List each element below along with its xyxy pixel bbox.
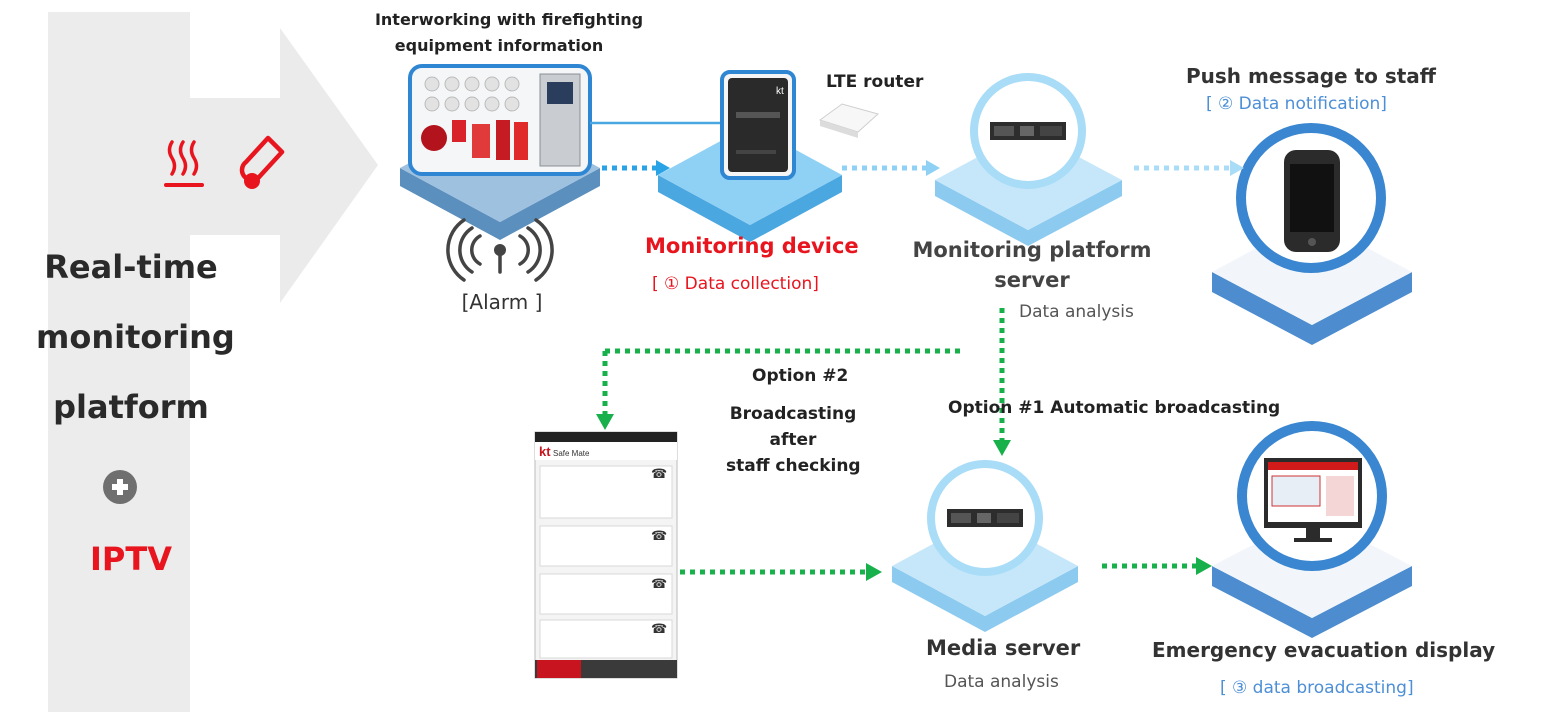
svg-text:☎: ☎	[651, 467, 667, 482]
heat-icon	[164, 140, 204, 187]
svg-text:☎: ☎	[651, 577, 667, 592]
big-arrow	[190, 28, 378, 303]
equipment-label-line1: Interworking with firefighting	[374, 10, 644, 29]
equipment-photo	[408, 64, 592, 176]
app-name: Safe Mate	[553, 449, 590, 458]
app-brand-logo: kt	[539, 444, 551, 459]
left-title-line3: platform	[53, 388, 209, 426]
media-server-label: Media server	[926, 636, 1081, 660]
iptv-label: IPTV	[90, 540, 172, 578]
option2-desc-line2: after	[769, 430, 817, 450]
left-title-line1: Real-time	[44, 248, 218, 286]
monitoring-device-label: Monitoring device	[645, 234, 859, 258]
arrow-server-to-phone	[1134, 160, 1244, 176]
alarm-label: [Alarm ]	[461, 290, 543, 314]
evacuation-display-icon	[1237, 421, 1387, 571]
media-server-icon	[927, 460, 1043, 576]
data-broadcasting-step: [ ③ data broadcasting]	[1220, 678, 1414, 698]
plus-icon	[103, 470, 137, 504]
option2-desc-line3: staff checking	[726, 456, 861, 476]
wireless-alarm-icon	[446, 218, 554, 282]
svg-text:☎: ☎	[651, 529, 667, 544]
option2-desc-line1: Broadcasting	[729, 404, 857, 424]
arrow-option1-path	[993, 308, 1011, 456]
arrow-app-to-media	[680, 563, 882, 581]
equipment-label-line2: equipment information	[394, 36, 604, 55]
left-panel	[48, 12, 190, 712]
option1-label: Option #1 Automatic broadcasting	[948, 398, 1281, 418]
media-server-note: Data analysis	[944, 672, 1059, 692]
platform-server-label-line1: Monitoring platform	[912, 238, 1152, 262]
safe-mate-app-screenshot: ☎ ☎ ☎ ☎	[534, 431, 678, 679]
lte-router-image	[818, 103, 880, 138]
svg-text:☎: ☎	[651, 622, 667, 637]
smartphone-icon	[1236, 123, 1386, 273]
platform-server-note: Data analysis	[1019, 302, 1134, 322]
monitoring-device-image	[720, 70, 796, 180]
thermometer-icon	[239, 135, 285, 189]
device-kt-logo: kt	[776, 86, 784, 97]
arrow-media-to-display	[1102, 557, 1212, 575]
arrow-equipment-to-device	[602, 160, 670, 176]
arrow-device-to-server	[842, 160, 940, 176]
arrow-option2-path	[596, 348, 960, 430]
lte-router-label: LTE router	[826, 72, 924, 92]
data-collection-step: [ ① Data collection]	[652, 274, 819, 294]
data-notification-step: [ ② Data notification]	[1206, 94, 1387, 114]
option2-label: Option #2	[752, 366, 849, 386]
left-title-line2: monitoring	[36, 318, 235, 356]
platform-server-icon	[970, 73, 1086, 189]
evacuation-display-label: Emergency evacuation display	[1152, 638, 1496, 662]
push-message-title: Push message to staff	[1186, 64, 1436, 88]
platform-server-label-line2: server	[994, 268, 1070, 292]
